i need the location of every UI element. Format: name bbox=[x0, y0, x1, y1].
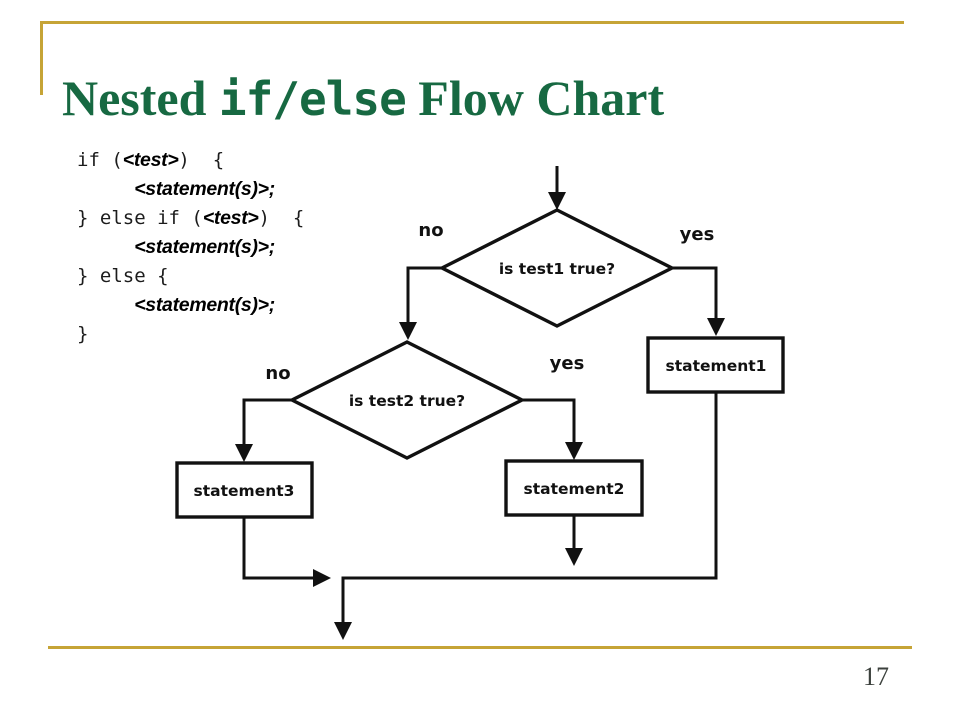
title-suffix: Flow Chart bbox=[405, 69, 665, 126]
page-number: 17 bbox=[863, 662, 889, 691]
decision1-yes-label: yes bbox=[680, 224, 715, 245]
decision2-yes-label: yes bbox=[550, 353, 585, 374]
code-text: } bbox=[77, 323, 89, 345]
code-line-4: <statement(s)>; bbox=[77, 233, 304, 262]
code-snippet: if (<test>) { <statement(s)>; } else if … bbox=[77, 146, 304, 349]
code-line-5: } else { bbox=[77, 262, 304, 291]
decision1-diamond bbox=[438, 208, 676, 328]
decision1-yes-branch-line bbox=[672, 266, 718, 319]
statement1-output-merge-line bbox=[341, 392, 718, 622]
code-line-2: <statement(s)>; bbox=[77, 175, 304, 204]
code-text: if ( bbox=[77, 149, 123, 171]
exit-arrowhead-icon bbox=[334, 622, 352, 640]
statement1-label: statement1 bbox=[666, 357, 767, 375]
code-text: ) { bbox=[178, 149, 225, 171]
statement3-label: statement3 bbox=[194, 482, 295, 500]
code-text: } else { bbox=[77, 265, 169, 287]
decision2-no-branch-line bbox=[242, 398, 292, 445]
decision2-yes-arrowhead-icon bbox=[565, 442, 583, 460]
decision1-no-arrowhead-icon bbox=[399, 322, 417, 340]
code-line-1: if (<test>) { bbox=[77, 146, 304, 175]
code-placeholder: <test> bbox=[122, 149, 179, 171]
left-gold-rule bbox=[40, 21, 43, 95]
statement3-output-line bbox=[242, 517, 313, 580]
code-placeholder: <statement(s)>; bbox=[134, 178, 275, 200]
start-arrowhead-icon bbox=[548, 192, 566, 210]
code-line-7: } bbox=[77, 320, 304, 349]
bottom-gold-rule bbox=[48, 646, 912, 649]
code-text: ) { bbox=[258, 207, 305, 229]
code-line-6: <statement(s)>; bbox=[77, 291, 304, 320]
statement1-box bbox=[646, 336, 785, 394]
statement3-output-arrowhead-icon bbox=[313, 569, 331, 587]
title-code-part: if/else bbox=[218, 71, 407, 126]
code-placeholder: <statement(s)>; bbox=[134, 236, 275, 258]
page-title: Nested if/else Flow Chart bbox=[62, 68, 922, 129]
code-text: } else if ( bbox=[77, 207, 203, 229]
statement2-box bbox=[504, 459, 644, 517]
code-line-3: } else if (<test>) { bbox=[77, 204, 304, 233]
decision2-no-label: no bbox=[265, 363, 290, 384]
statement3-box bbox=[175, 461, 314, 519]
statement2-output-arrowhead-icon bbox=[565, 548, 583, 566]
code-placeholder: <statement(s)>; bbox=[134, 294, 275, 316]
decision2-diamond bbox=[288, 340, 526, 460]
code-placeholder: <test> bbox=[202, 207, 259, 229]
decision1-label: is test1 true? bbox=[499, 260, 615, 278]
decision1-yes-arrowhead-icon bbox=[707, 318, 725, 336]
decision1-no-branch-line bbox=[406, 266, 442, 323]
decision1-no-label: no bbox=[418, 220, 443, 241]
decision2-label: is test2 true? bbox=[349, 392, 465, 410]
statement2-label: statement2 bbox=[524, 480, 625, 498]
top-gold-rule bbox=[40, 21, 904, 24]
decision2-yes-branch-line bbox=[522, 398, 576, 443]
title-prefix: Nested bbox=[62, 69, 219, 126]
decision2-no-arrowhead-icon bbox=[235, 444, 253, 462]
